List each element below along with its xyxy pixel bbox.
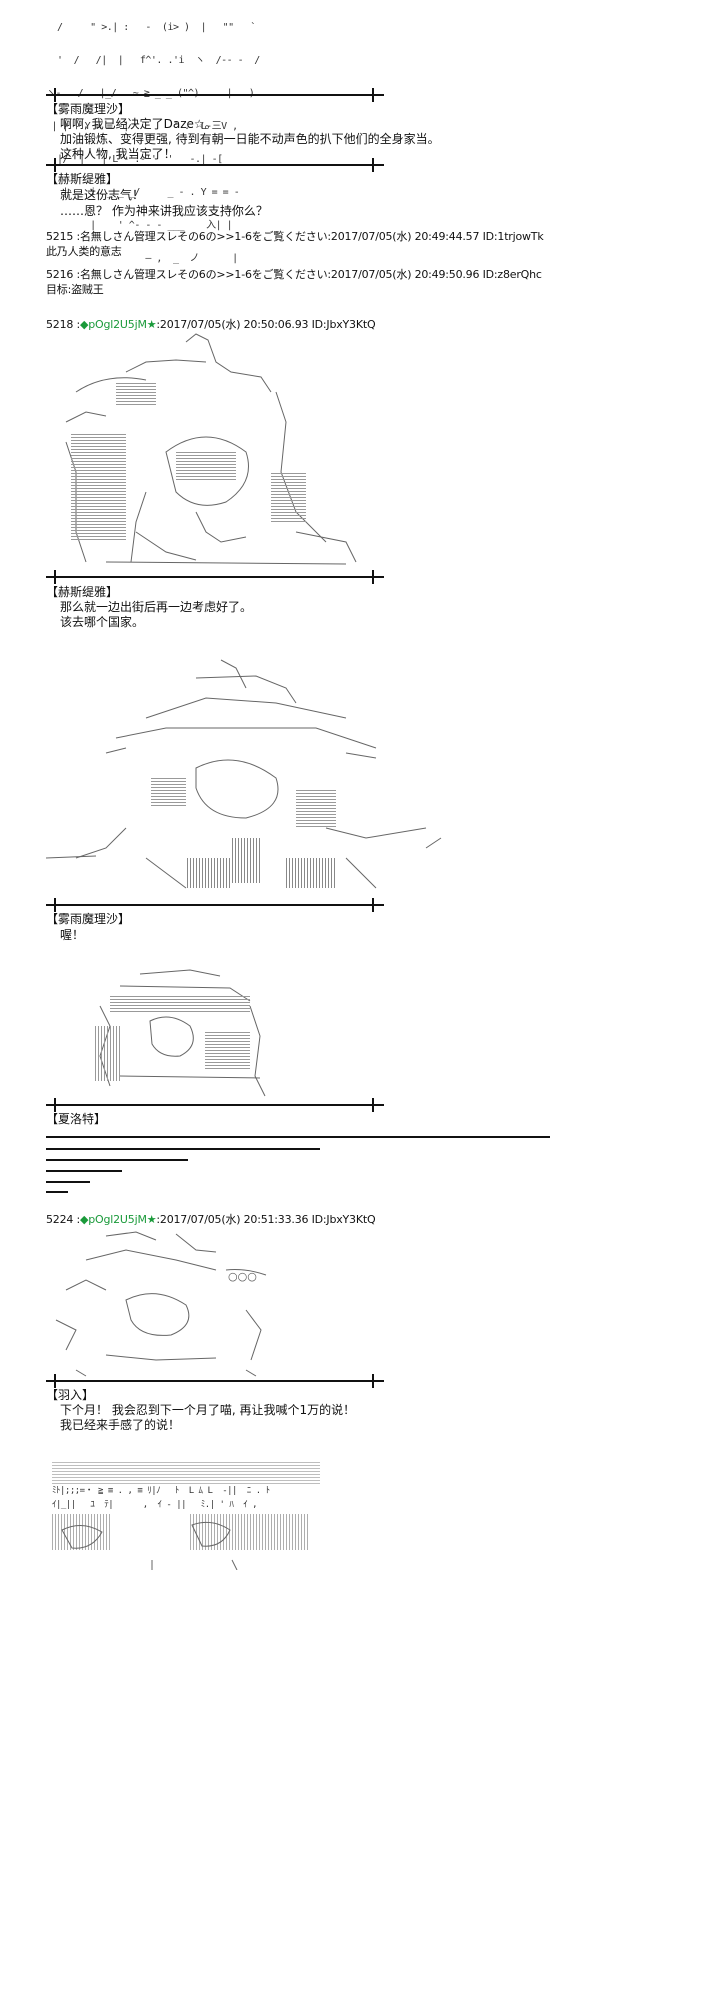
- separator-line: [46, 1159, 188, 1161]
- dialogue-line: 下个月！ 我会忍到下一个月了喵, 再让我喊个1万的说！: [60, 1403, 356, 1417]
- speaker-label: 【赫斯缇雅】: [46, 172, 119, 186]
- ascii-art-bottom-hatching: [190, 1514, 310, 1550]
- post-header: 5216 :名無しさん管理スレその6の>>1-6をご覧ください:2017/07/…: [46, 268, 542, 281]
- divider-rule: [46, 570, 384, 584]
- dialogue-line: 我已经来手感了的说！: [60, 1418, 181, 1432]
- ascii-art-bottom-hatching: [52, 1462, 320, 1484]
- dialogue-line: 喔！: [60, 928, 85, 942]
- post-header: 5215 :名無しさん管理スレその6の>>1-6をご覧ください:2017/07/…: [46, 230, 544, 243]
- poster-trip[interactable]: ◆pOgl2U5jM★: [80, 1213, 157, 1226]
- dialogue-line: 那么就一边出街后再一边考虑好了。: [60, 600, 253, 614]
- separator-line: [46, 1170, 122, 1172]
- post-header: 5218 :◆pOgl2U5jM★:2017/07/05(水) 20:50:06…: [46, 316, 376, 332]
- post-number: 5218 :: [46, 318, 80, 331]
- speaker-label: 【雾雨魔理沙】: [46, 102, 131, 116]
- poster-trip[interactable]: ◆pOgl2U5jM★: [80, 318, 157, 331]
- separator-line: [46, 1148, 320, 1150]
- speaker-label: 【羽入】: [46, 1388, 95, 1402]
- art-glyph-text: ○○○: [228, 1270, 257, 1283]
- post-header: 5224 :◆pOgl2U5jM★:2017/07/05(水) 20:51:33…: [46, 1211, 376, 1227]
- dialogue-line: 该去哪个国家。: [60, 615, 145, 629]
- ascii-art-bottom-text: ﾐﾄ|;;;=・ ≧ ≡ . , ≡ ﾘ|ﾉ ﾄ L ﾑ L -|| ﾆ . ﾄ: [52, 1486, 270, 1496]
- dialogue-line: 啊啊, 我已经决定了Daze☆。: [60, 117, 217, 131]
- post-meta: :2017/07/05(水) 20:50:06.93 ID:JbxY3KtQ: [156, 318, 376, 331]
- separator-line: [46, 1191, 68, 1193]
- divider-rule: [46, 158, 384, 172]
- ascii-art-charlotte: [95, 969, 266, 1097]
- divider-rule: [46, 898, 384, 912]
- ascii-art-bottom-strokes: [61, 1521, 238, 1570]
- dialogue-line: 这种人物, 我当定了！: [60, 147, 176, 161]
- ascii-art-hanyuu: ○○○: [55, 1231, 267, 1377]
- dialogue-line: 加油锻炼、变得更强, 待到有朝一日能不动声色的扒下他们的全身家当。: [60, 132, 440, 146]
- ascii-art-hestia: [65, 333, 357, 565]
- speaker-label: 【赫斯缇雅】: [46, 585, 119, 599]
- separator-line: [46, 1136, 550, 1138]
- divider-rule: [46, 88, 384, 102]
- speaker-label: 【雾雨魔理沙】: [46, 912, 131, 926]
- dialogue-line: ……恩？ 作为神来讲我应该支持你么？: [60, 204, 268, 218]
- ascii-art-marisa-top: / " >.| : - (i> ) | "" ` ' / /| | f^'. .…: [46, 22, 271, 264]
- post-meta: :2017/07/05(水) 20:51:33.36 ID:JbxY3KtQ: [156, 1213, 376, 1226]
- separator-line: [46, 1181, 90, 1183]
- divider-rule: [46, 1374, 384, 1388]
- post-body: 目标:盗贼王: [46, 283, 104, 296]
- divider-rule: [46, 1098, 384, 1112]
- ascii-art-bottom-text: ｲ|_|| ﾕ ﾃ| , ｲ - || ﾐ.| ' ﾊ ｲ ,: [52, 1500, 258, 1510]
- speaker-label: 【夏洛特】: [46, 1112, 107, 1126]
- post-body: 此乃人类的意志: [46, 245, 122, 258]
- post-number: 5224 :: [46, 1213, 80, 1226]
- dialogue-line: 就是这份志气！: [60, 188, 145, 202]
- ascii-art-marisa-witch: [46, 659, 442, 889]
